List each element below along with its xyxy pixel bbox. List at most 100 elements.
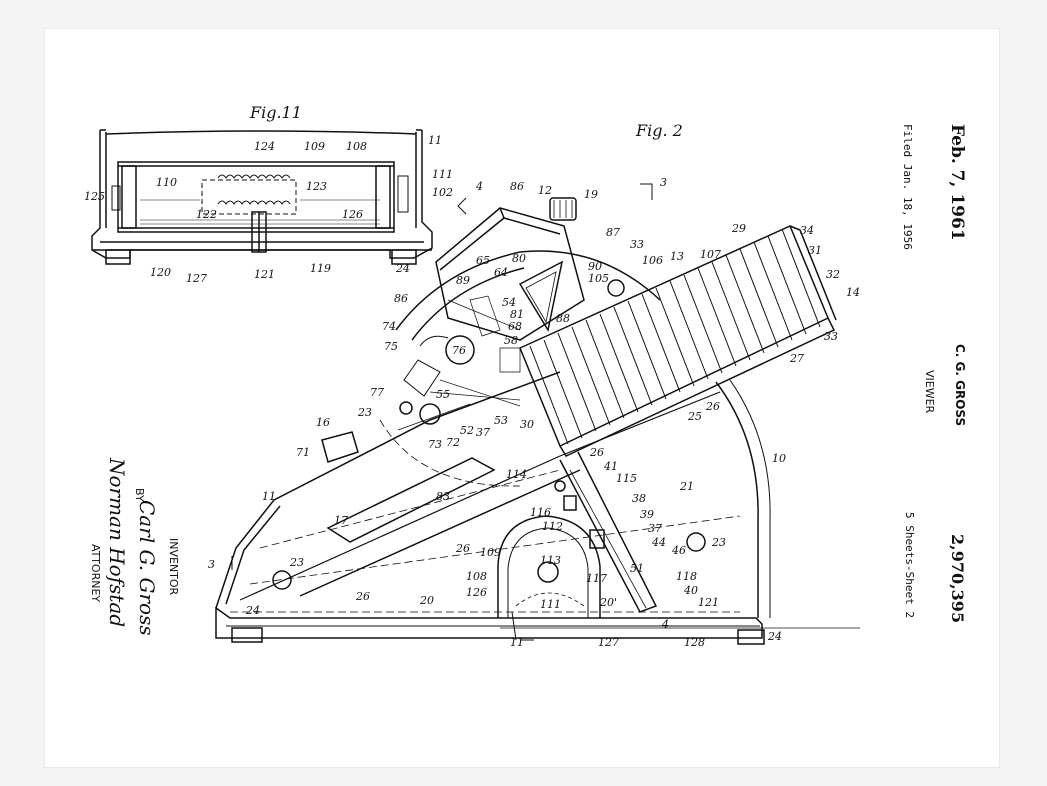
ref-numeral: 124 — [254, 140, 275, 153]
ref-numeral: 127 — [186, 272, 207, 285]
ref-numeral: 121 — [254, 268, 275, 281]
header-sheets: 5 Sheets-Sheet 2 — [903, 512, 916, 618]
ref-numeral: 81 — [510, 308, 524, 321]
by-label: BY — [133, 488, 146, 502]
header-inventor-short: C. G. GROSS — [953, 344, 967, 426]
ref-numeral: 10 — [772, 452, 786, 465]
ref-numeral: 117 — [586, 572, 607, 585]
ref-numeral: 12 — [538, 184, 552, 197]
ref-numeral: 26 — [705, 400, 720, 413]
ref-numeral: 24 — [395, 262, 410, 275]
ref-numeral: 40 — [683, 584, 698, 597]
ref-numeral: 37 — [476, 426, 490, 439]
ref-numeral: 111 — [432, 168, 453, 181]
ref-numeral: 71 — [296, 446, 310, 459]
ref-numeral: 122 — [196, 208, 217, 221]
ref-numeral: 16 — [316, 416, 330, 429]
ref-numeral: 52 — [460, 424, 474, 437]
ref-numeral: 38 — [632, 492, 646, 505]
ref-numeral: 23 — [711, 536, 726, 549]
ref-numeral: 11 — [262, 490, 276, 503]
ref-numeral: 123 — [306, 180, 327, 193]
attorney-signature: Norman Hofstad — [105, 457, 129, 627]
ref-numeral: 90 — [588, 260, 602, 273]
ref-numeral: 118 — [676, 570, 697, 583]
ref-numeral: 54 — [502, 296, 516, 309]
ref-numeral: 102 — [432, 186, 453, 199]
ref-numeral: 11 — [510, 636, 524, 649]
ref-numeral: 23 — [357, 406, 372, 419]
ref-numeral: 86 — [394, 292, 408, 305]
patent-sheet — [44, 28, 1000, 768]
ref-numeral: 128 — [684, 636, 705, 649]
ref-numeral: 14 — [846, 286, 860, 299]
ref-numeral: 13 — [670, 250, 684, 263]
ref-numeral: 125 — [84, 190, 105, 203]
ref-numeral: 126 — [342, 208, 363, 221]
ref-numeral: 11 — [428, 134, 442, 147]
ref-numeral: 51 — [630, 562, 644, 575]
ref-numeral: 53 — [494, 414, 508, 427]
ref-numeral: 114 — [506, 468, 527, 481]
ref-numeral: 121 — [698, 596, 719, 609]
fig11-title: Fig.11 — [249, 103, 302, 122]
ref-numeral: 119 — [310, 262, 331, 275]
ref-numeral: 33 — [824, 330, 838, 343]
ref-numeral: 34 — [800, 224, 814, 237]
ref-numeral: 20' — [599, 596, 617, 609]
ref-numeral: 75 — [384, 340, 398, 353]
ref-numeral: 112 — [542, 520, 563, 533]
ref-numeral: 113 — [540, 554, 561, 567]
ref-numeral: 74 — [382, 320, 396, 333]
ref-numeral: 30 — [520, 418, 534, 431]
ref-numeral: 76 — [452, 344, 466, 357]
ref-numeral: 23 — [289, 556, 304, 569]
fig11-labels: 11 124 109 108 110 123 111 102 125 122 1… — [84, 134, 453, 285]
ref-numeral: 4 — [475, 180, 483, 193]
ref-numeral: 83 — [436, 490, 450, 503]
ref-numeral: 29 — [731, 222, 746, 235]
ref-numeral: 88 — [556, 312, 570, 325]
ref-numeral: 126 — [466, 586, 487, 599]
ref-numeral: 4 — [661, 618, 669, 631]
ref-numeral: 17 — [334, 514, 348, 527]
ref-numeral: 108 — [346, 140, 367, 153]
ref-numeral: 109 — [304, 140, 325, 153]
ref-numeral: 109 — [480, 546, 501, 559]
ref-numeral: 33 — [630, 238, 644, 251]
fig2-labels: 4 86 12 19 3 87 33 29 34 31 32 14 89 65 … — [208, 176, 860, 649]
ref-numeral: 116 — [530, 506, 551, 519]
ref-numeral: 65 — [476, 254, 490, 267]
ref-numeral: 32 — [826, 268, 840, 281]
ref-numeral: 37 — [648, 522, 662, 535]
fig11-drawing — [91, 129, 433, 265]
ref-numeral: 105 — [588, 272, 609, 285]
ref-numeral: 20 — [419, 594, 434, 607]
header-date: Feb. 7, 1961 — [947, 124, 967, 241]
ref-numeral: 46 — [671, 544, 686, 557]
attorney-label: ATTORNEY — [89, 544, 102, 602]
ref-numeral: 3 — [208, 558, 215, 571]
ref-numeral: 87 — [606, 226, 620, 239]
ref-numeral: 73 — [428, 438, 442, 451]
fig2-title: Fig. 2 — [635, 121, 683, 140]
ref-numeral: 108 — [466, 570, 487, 583]
header-title: VIEWER — [923, 370, 936, 414]
ref-numeral: 39 — [640, 508, 654, 521]
ref-numeral: 120 — [150, 266, 171, 279]
ref-numeral: 27 — [789, 352, 804, 365]
ref-numeral: 44 — [651, 536, 666, 549]
ref-numeral: 127 — [598, 636, 619, 649]
ref-numeral: 24 — [245, 604, 260, 617]
fig2-drawing — [215, 183, 860, 645]
ref-numeral: 3 — [660, 176, 667, 189]
ref-numeral: 41 — [603, 460, 618, 473]
ref-numeral: 26 — [355, 590, 370, 603]
ref-numeral: 86 — [510, 180, 524, 193]
ref-numeral: 25 — [687, 410, 702, 423]
ref-numeral: 21 — [679, 480, 694, 493]
ref-numeral: 77 — [370, 386, 384, 399]
ref-numeral: 26 — [589, 446, 604, 459]
inventor-label: INVENTOR — [167, 538, 180, 596]
